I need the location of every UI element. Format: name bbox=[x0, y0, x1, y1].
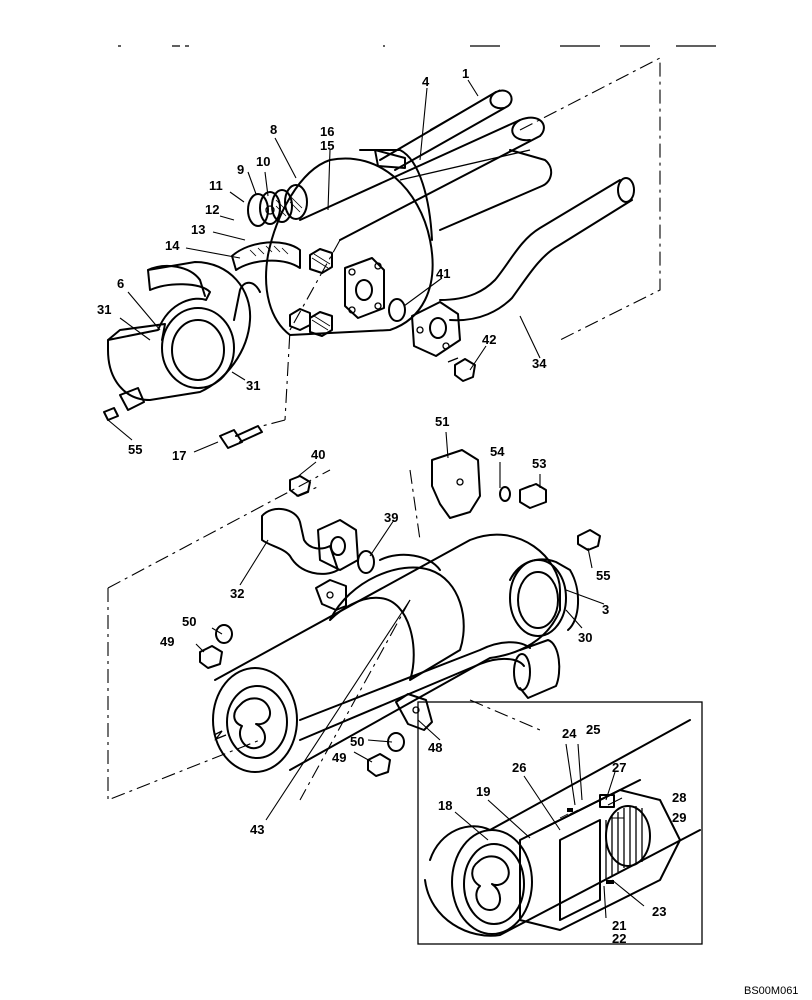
callout-1: 1 bbox=[462, 66, 469, 81]
callout-17: 17 bbox=[172, 448, 186, 463]
washer-54 bbox=[499, 486, 511, 502]
callout-28: 28 bbox=[672, 790, 686, 805]
washer-50a bbox=[215, 624, 233, 644]
callout-25: 25 bbox=[586, 722, 600, 737]
o-ring-39 bbox=[357, 550, 375, 574]
callout-32: 32 bbox=[230, 586, 244, 601]
callout-55b: 55 bbox=[596, 568, 610, 583]
rod-eye bbox=[107, 261, 252, 401]
callout-42: 42 bbox=[482, 332, 496, 347]
bracket-51 bbox=[431, 449, 481, 519]
callout-54: 54 bbox=[490, 444, 505, 459]
clamp-48 bbox=[395, 693, 433, 731]
callout-39: 39 bbox=[384, 510, 398, 525]
callout-31a: 31 bbox=[97, 302, 111, 317]
detail-frame bbox=[417, 701, 703, 945]
callout-51: 51 bbox=[435, 414, 449, 429]
callout-11: 11 bbox=[209, 178, 223, 193]
callout-22: 22 bbox=[612, 931, 626, 946]
lower-boundary bbox=[107, 469, 541, 801]
bolt-17 bbox=[219, 425, 263, 449]
callout-12: 12 bbox=[205, 202, 219, 217]
callout-19: 19 bbox=[476, 784, 490, 799]
callout-10: 10 bbox=[256, 154, 270, 169]
callout-53: 53 bbox=[532, 456, 546, 471]
bolt-53 bbox=[519, 483, 547, 509]
callout-50a: 50 bbox=[182, 614, 196, 629]
leader-lines bbox=[107, 79, 605, 821]
callout-16: 16 bbox=[320, 124, 334, 139]
pipe-34 bbox=[439, 179, 621, 301]
thread-29 bbox=[605, 805, 651, 880]
callout-55a: 55 bbox=[128, 442, 142, 457]
detail-inset bbox=[417, 701, 703, 945]
callout-41: 41 bbox=[436, 266, 450, 281]
callout-40: 40 bbox=[311, 447, 325, 462]
callout-26: 26 bbox=[512, 760, 526, 775]
callout-48: 48 bbox=[428, 740, 442, 755]
upper-cylinder-assembly bbox=[103, 57, 661, 449]
callout-23: 23 bbox=[652, 904, 666, 919]
seal-rings bbox=[247, 184, 308, 227]
callout-34: 34 bbox=[532, 356, 547, 371]
cylinder-head bbox=[265, 157, 434, 336]
drawing-code: BS00M061 bbox=[744, 985, 798, 997]
callout-31b: 31 bbox=[246, 378, 260, 393]
bolt-49a bbox=[199, 645, 223, 669]
callout-15: 15 bbox=[320, 138, 334, 153]
callout-4: 4 bbox=[422, 74, 430, 89]
callout-9: 9 bbox=[237, 162, 244, 177]
callout-49b: 49 bbox=[332, 750, 346, 765]
callout-3: 3 bbox=[602, 602, 609, 617]
callout-30: 30 bbox=[578, 630, 592, 645]
callout-27: 27 bbox=[612, 760, 626, 775]
callout-24: 24 bbox=[562, 726, 577, 741]
lower-cylinder-assembly bbox=[107, 449, 601, 801]
callout-50b: 50 bbox=[350, 734, 364, 749]
callout-49a: 49 bbox=[160, 634, 174, 649]
bolt-42 bbox=[454, 358, 476, 382]
callout-43: 43 bbox=[250, 822, 264, 837]
callout-18: 18 bbox=[438, 798, 452, 813]
bolt-49b bbox=[367, 753, 391, 777]
callout-13: 13 bbox=[191, 222, 205, 237]
callout-14: 14 bbox=[165, 238, 180, 253]
upper-boundary bbox=[261, 57, 661, 427]
callout-21: 21 bbox=[612, 918, 626, 933]
pipe-32 bbox=[261, 507, 339, 575]
port-flange bbox=[344, 257, 385, 319]
callout-29: 29 bbox=[672, 810, 686, 825]
callout-labels: 1 4 8 16 15 10 9 11 12 13 14 6 31 31 41 … bbox=[97, 66, 686, 946]
cylinder-tube-lower bbox=[214, 533, 561, 771]
callout-8: 8 bbox=[270, 122, 277, 137]
o-ring-41 bbox=[388, 298, 406, 322]
callout-6: 6 bbox=[117, 276, 124, 291]
